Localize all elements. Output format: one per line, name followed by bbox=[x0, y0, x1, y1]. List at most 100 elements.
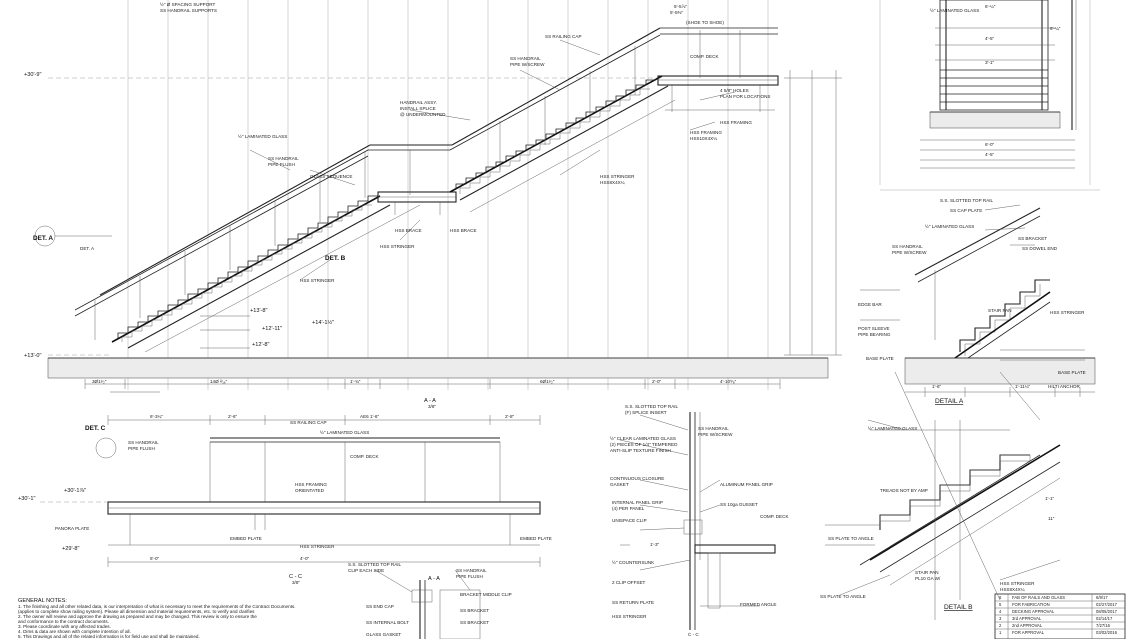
notes-title: GENERAL NOTES: bbox=[18, 598, 67, 604]
svg-text:PIPE W/SCREW: PIPE W/SCREW bbox=[892, 250, 927, 255]
det-c-label: DET. C bbox=[85, 425, 106, 432]
svg-text:7/27/16: 7/27/16 bbox=[1096, 623, 1111, 628]
svg-text:SS HANDRAIL: SS HANDRAIL bbox=[698, 426, 729, 431]
elevation-top: +30'-9" bbox=[24, 72, 42, 78]
note-line: and conformance to the contract document… bbox=[18, 619, 109, 624]
svg-text:2'-0": 2'-0" bbox=[652, 379, 662, 384]
svg-text:PIPE BEARING: PIPE BEARING bbox=[858, 332, 891, 337]
svg-text:6'-0": 6'-0" bbox=[985, 142, 995, 147]
detail-leader bbox=[999, 371, 1041, 421]
svg-text:4'-0": 4'-0" bbox=[300, 556, 310, 561]
svg-text:14Ø ²⁄₁₆": 14Ø ²⁄₁₆" bbox=[210, 379, 228, 384]
svg-text:PLAN FOR LOCATIONS: PLAN FOR LOCATIONS bbox=[720, 94, 770, 99]
svg-text:SS BRACKET: SS BRACKET bbox=[1018, 236, 1047, 241]
svg-text:½" LAMINATED GLASS: ½" LAMINATED GLASS bbox=[925, 223, 974, 229]
svg-text:SS BRACKET: SS BRACKET bbox=[460, 620, 489, 625]
svg-text:SS PLATE TO ANGLE: SS PLATE TO ANGLE bbox=[820, 594, 866, 599]
landing-section-view: A - A 3/8" 6'-3¼" 2'-6" AE6 1'-6" 2'-8" … bbox=[18, 398, 552, 585]
svg-text:SS RETURN PLATE: SS RETURN PLATE bbox=[612, 600, 654, 605]
svg-text:PIPE FLUSH: PIPE FLUSH bbox=[128, 446, 155, 451]
svg-text:PIPE W/SCREW: PIPE W/SCREW bbox=[510, 62, 545, 67]
svg-text:BRACKET MIDDLE CLIP: BRACKET MIDDLE CLIP bbox=[460, 592, 512, 597]
svg-text:4'-10⁵⁄₈": 4'-10⁵⁄₈" bbox=[720, 379, 737, 384]
svg-text:HSS STRINGER: HSS STRINGER bbox=[600, 174, 635, 179]
callout-laminated-glass: ½" LAMINATED GLASS bbox=[238, 133, 287, 139]
svg-text:HSS8X4X¼: HSS8X4X¼ bbox=[600, 180, 625, 185]
note-line: 2. The owner will review and approve the… bbox=[18, 614, 257, 619]
svg-text:5'-5⅞": 5'-5⅞" bbox=[674, 4, 687, 9]
svg-text:CONTINUOUS CLOSURE: CONTINUOUS CLOSURE bbox=[610, 476, 664, 481]
svg-text:6Ø1¹⁄₂": 6Ø1¹⁄₂" bbox=[540, 379, 555, 384]
svg-text:GLASS SEQUENCE: GLASS SEQUENCE bbox=[310, 174, 352, 179]
svg-text:HSS STRINGER: HSS STRINGER bbox=[1000, 581, 1035, 586]
svg-text:A - A: A - A bbox=[428, 576, 440, 582]
section-cc-scale: 3/8" bbox=[292, 580, 300, 585]
svg-text:5'-5⅜": 5'-5⅜" bbox=[670, 10, 683, 15]
elevation-mid-c: +12'-8" bbox=[252, 342, 270, 348]
svg-text:EMBED PLATE: EMBED PLATE bbox=[230, 536, 262, 541]
svg-text:2 CLIP OFFSET: 2 CLIP OFFSET bbox=[612, 580, 646, 585]
svg-text:SS PLATE TO ANGLE: SS PLATE TO ANGLE bbox=[828, 536, 874, 541]
svg-text:HSS STRINGER: HSS STRINGER bbox=[1050, 310, 1085, 315]
svg-text:4'-5": 4'-5" bbox=[985, 152, 995, 157]
svg-text:SS INTERNAL BOLT: SS INTERNAL BOLT bbox=[366, 620, 409, 625]
svg-text:02/27/2017: 02/27/2017 bbox=[1096, 602, 1118, 607]
callout-hss-stringer: HSS STRINGER bbox=[300, 278, 335, 283]
svg-text:DECKING APPROVAL: DECKING APPROVAL bbox=[1012, 609, 1055, 614]
svg-text:HSS BRACE: HSS BRACE bbox=[450, 228, 477, 233]
svg-text:PL10 GA W/: PL10 GA W/ bbox=[915, 576, 941, 581]
svg-text:SS HANDRAIL: SS HANDRAIL bbox=[268, 156, 299, 161]
svg-text:+30'-1⅞": +30'-1⅞" bbox=[64, 488, 86, 494]
svg-text:PIPE FLUSH: PIPE FLUSH bbox=[456, 574, 483, 579]
svg-text:ORIENTATED: ORIENTATED bbox=[295, 488, 325, 493]
svg-text:1: 1 bbox=[999, 630, 1002, 635]
svg-text:1'-3": 1'-3" bbox=[650, 542, 660, 547]
svg-text:02/14/17: 02/14/17 bbox=[1096, 616, 1113, 621]
elevation-mid-a: +13'-8" bbox=[250, 308, 268, 314]
elevation-section-bottom: +29'-8" bbox=[62, 546, 80, 552]
svg-text:1'-11¼": 1'-11¼" bbox=[1015, 384, 1031, 389]
svg-text:POST SLEEVE: POST SLEEVE bbox=[858, 326, 890, 331]
svg-text:GASKET: GASKET bbox=[610, 482, 629, 487]
revision-row: 6 FAB OF RAILS AND GLASS 6/9/17 bbox=[999, 595, 1108, 600]
general-notes: GENERAL NOTES: 1. The finishing and all … bbox=[18, 598, 295, 639]
svg-text:2'-6": 2'-6" bbox=[228, 414, 238, 419]
svg-text:1'-¾": 1'-¾" bbox=[350, 379, 361, 384]
svg-text:½" LAMINATED GLASS: ½" LAMINATED GLASS bbox=[868, 425, 917, 431]
shoe-to-shoe-label: (SHOE TO SHOE) bbox=[686, 20, 724, 25]
svg-text:BASE PLATE: BASE PLATE bbox=[1058, 370, 1086, 375]
svg-text:½" Ø SPACING SUPPORT: ½" Ø SPACING SUPPORT bbox=[160, 1, 216, 7]
svg-text:08/05/2017: 08/05/2017 bbox=[1096, 609, 1118, 614]
svg-text:3: 3 bbox=[999, 616, 1002, 621]
svg-text:SS BRACKET: SS BRACKET bbox=[460, 608, 489, 613]
svg-text:1'-1": 1'-1" bbox=[1045, 496, 1055, 501]
note-line: 5. This Drawings and all of the related … bbox=[18, 634, 200, 639]
section-aa-mark: A - A bbox=[424, 398, 436, 404]
svg-text:3'-1": 3'-1" bbox=[985, 60, 995, 65]
svg-text:DET. A: DET. A bbox=[80, 246, 95, 251]
note-line: (applies to complete show railing system… bbox=[18, 609, 255, 614]
svg-text:COMP. DECK: COMP. DECK bbox=[350, 454, 379, 459]
svg-text:HSS8X4X¼: HSS8X4X¼ bbox=[1000, 587, 1025, 592]
svg-text:FOR APPROVAL: FOR APPROVAL bbox=[1012, 630, 1045, 635]
svg-text:SS RAILING CAP: SS RAILING CAP bbox=[290, 420, 327, 425]
elevation-mid-b: +12'-11" bbox=[262, 326, 282, 332]
stair-elevation-view: +30'-9" +13'-0" 3Ø1¹⁄₂" 14Ø ²⁄₁₆" 1'-¾" … bbox=[24, 0, 842, 393]
svg-text:6'-0": 6'-0" bbox=[150, 556, 160, 561]
svg-text:4: 4 bbox=[999, 609, 1002, 614]
svg-text:½" CLEAR LAMINATED GLASS: ½" CLEAR LAMINATED GLASS bbox=[610, 435, 676, 441]
svg-text:HSS STRINGER: HSS STRINGER bbox=[380, 244, 415, 249]
svg-text:SS HANDRAIL SUPPORTS: SS HANDRAIL SUPPORTS bbox=[160, 8, 217, 13]
svg-text:HSS10X4X¼: HSS10X4X¼ bbox=[690, 136, 717, 141]
detail-a-title: DETAIL A bbox=[935, 398, 964, 405]
svg-text:S.S. SLOTTED TOP RAIL: S.S. SLOTTED TOP RAIL bbox=[625, 404, 679, 409]
svg-text:SS END CAP: SS END CAP bbox=[366, 604, 394, 609]
svg-text:5: 5 bbox=[999, 602, 1002, 607]
revision-row: 2 2nd APPROVAL 7/27/16 bbox=[999, 623, 1111, 628]
svg-text:SS HANDRAIL: SS HANDRAIL bbox=[892, 244, 923, 249]
svg-text:3rd APPROVAL: 3rd APPROVAL bbox=[1012, 616, 1042, 621]
svg-text:CLIP EACH SIDE: CLIP EACH SIDE bbox=[348, 568, 384, 573]
svg-text:TREADS NOT BY AMP: TREADS NOT BY AMP bbox=[880, 488, 928, 493]
svg-text:C - C: C - C bbox=[688, 632, 699, 637]
svg-text:(4) PER PANEL: (4) PER PANEL bbox=[612, 506, 645, 511]
